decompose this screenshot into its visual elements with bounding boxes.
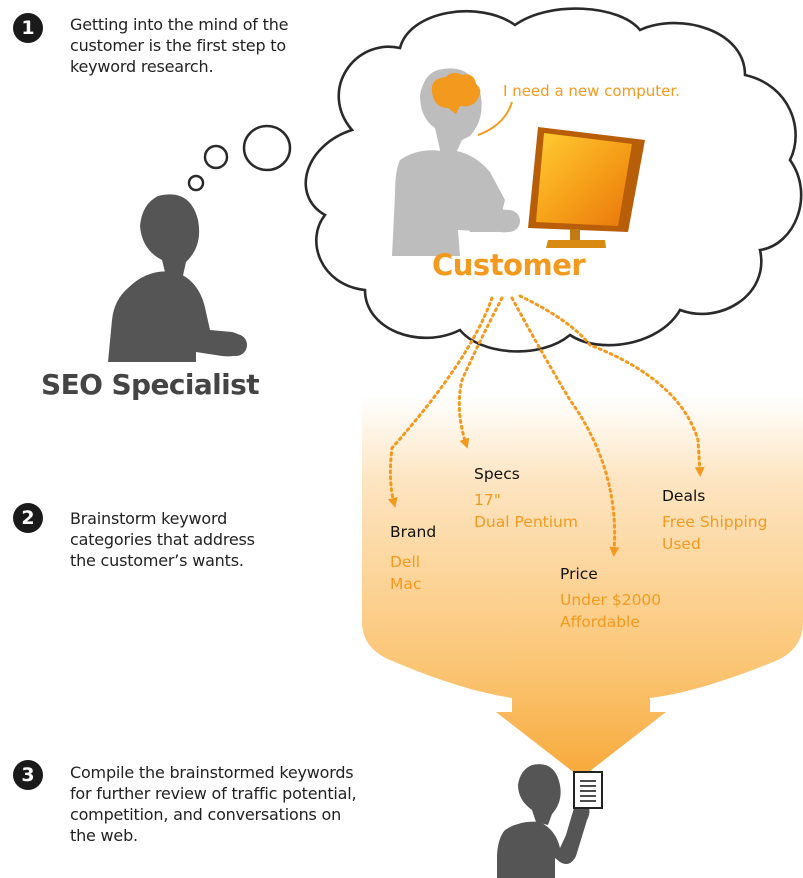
computer-monitor-icon (528, 127, 645, 248)
step-1-text: Getting into the mind of the customer is… (70, 14, 288, 77)
step-1-line-2: customer is the first step to (70, 36, 286, 55)
category-brand: Brand Dell Mac (390, 523, 436, 595)
step-3-line-3: competition, and conversations on (70, 805, 342, 824)
category-deals: Deals Free Shipping Used (662, 487, 767, 555)
price-item-under-2000: Under $2000 (560, 591, 662, 609)
arrow-to-specs (457, 296, 504, 449)
dotted-arrows (387, 294, 705, 557)
seo-specialist-label: SEO Specialist (41, 368, 260, 401)
speech-line (477, 101, 513, 136)
compiler-figure (497, 764, 590, 878)
specs-item-dual-pentium: Dual Pentium (474, 513, 578, 531)
specs-title: Specs (474, 465, 520, 483)
thought-bubble-small (187, 174, 205, 192)
brain-icon (431, 72, 481, 114)
step-2-line-1: Brainstorm keyword (70, 509, 228, 528)
brand-title: Brand (390, 523, 437, 541)
funnel-shape (362, 395, 803, 778)
step-1-number: 1 (13, 13, 43, 43)
step-2-number: 2 (13, 503, 43, 533)
step-3-line-2: for further review of traffic potential, (70, 784, 357, 803)
deals-title: Deals (662, 487, 706, 505)
step-2-text: Brainstorm keyword categories that addre… (70, 508, 255, 571)
arrow-to-price (510, 296, 620, 557)
deals-item-used: Used (662, 535, 701, 553)
customer-label: Customer (432, 248, 586, 282)
arrow-to-brand (387, 296, 494, 508)
step-1-line-1: Getting into the mind of the (70, 15, 289, 34)
step-2-line-2: categories that address (70, 530, 255, 549)
speech-text: I need a new computer. (503, 82, 680, 100)
category-price: Price Under $2000 Affordable (560, 565, 661, 633)
brand-item-dell: Dell (390, 553, 421, 571)
price-title: Price (560, 565, 598, 583)
step-1-line-3: keyword research. (70, 57, 214, 76)
step-3-line-4: the web. (70, 826, 138, 845)
document-icon (573, 771, 603, 809)
category-specs: Specs 17" Dual Pentium (474, 465, 578, 533)
thought-bubble-large (242, 124, 292, 172)
seo-specialist-figure (108, 194, 247, 362)
thought-bubble-medium (203, 144, 229, 170)
step-3-number: 3 (13, 760, 43, 790)
brand-item-mac: Mac (390, 575, 422, 593)
step-3-text: Compile the brainstormed keywords for fu… (70, 762, 357, 846)
specs-item-17: 17" (474, 491, 501, 509)
step-3-line-1: Compile the brainstormed keywords (70, 763, 354, 782)
deals-item-free-shipping: Free Shipping (662, 513, 768, 531)
step-2-line-3: the customer’s wants. (70, 551, 244, 570)
arrow-to-deals (518, 294, 705, 477)
price-item-affordable: Affordable (560, 613, 640, 631)
